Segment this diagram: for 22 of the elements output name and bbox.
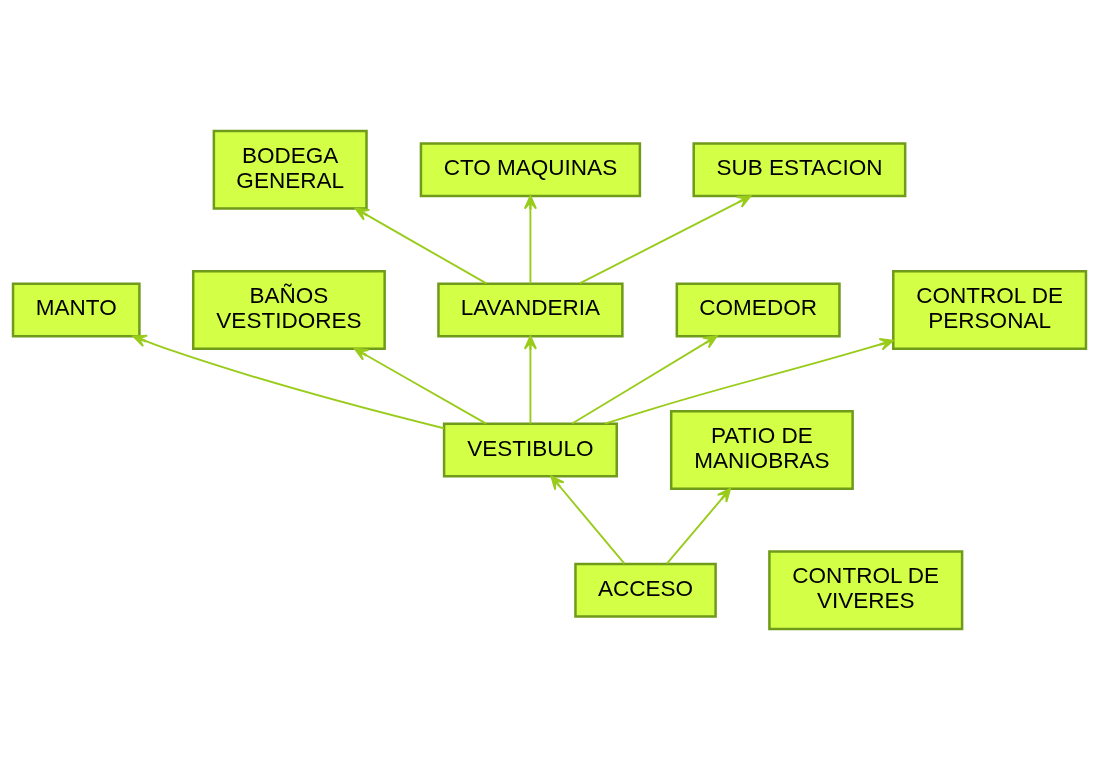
arrow xyxy=(604,337,894,425)
arrow xyxy=(571,334,718,424)
node-box: PATIO DE MANIOBRAS xyxy=(669,409,854,490)
node-box: BAÑOS VESTIDORES xyxy=(191,269,386,350)
node-box: ACCESO xyxy=(574,562,717,618)
node-box: SUB ESTACION xyxy=(692,141,907,197)
node-box: CTO MAQUINAS xyxy=(419,141,642,197)
node-box: VESTIBULO xyxy=(442,422,618,478)
node-box: CONTROL DE PERSONAL xyxy=(892,269,1088,350)
arrow xyxy=(353,347,488,424)
arrow xyxy=(132,334,445,429)
arrow xyxy=(523,334,537,424)
node-box: MANTO xyxy=(11,281,141,337)
node-box: COMEDOR xyxy=(675,281,841,337)
arrow xyxy=(354,207,488,284)
arrow xyxy=(550,474,626,565)
arrow xyxy=(665,487,732,565)
arrow xyxy=(523,194,537,284)
node-box: LAVANDERIA xyxy=(437,281,624,337)
node-box: BODEGA GENERAL xyxy=(212,129,368,210)
arrow xyxy=(578,194,752,284)
node-box: CONTROL DE VIVERES xyxy=(768,549,964,630)
